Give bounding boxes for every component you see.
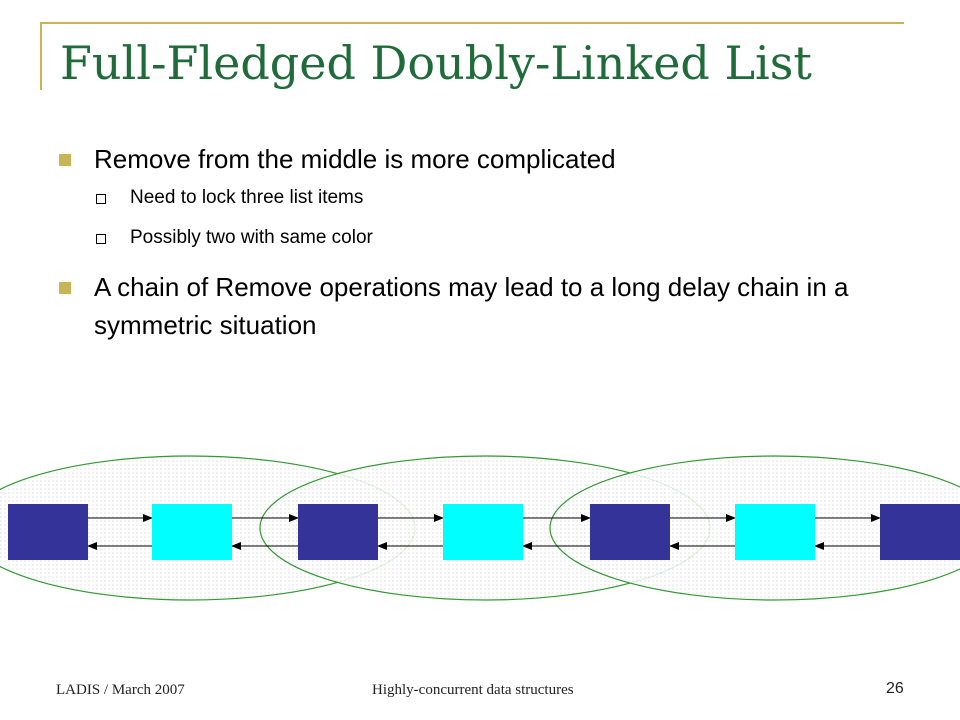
- list-node-6: [735, 504, 815, 560]
- slide-frame-left: [40, 22, 42, 90]
- list-node-4: [443, 504, 523, 560]
- bullet-2-text: A chain of Remove operations may lead to…: [94, 272, 849, 340]
- bullet-2: A chain of Remove operations may lead to…: [56, 268, 916, 344]
- slide-content: Remove from the middle is more complicat…: [56, 140, 916, 344]
- sub-bullet-1: Need to lock three list items: [56, 178, 916, 218]
- linked-list-diagram: [0, 455, 960, 601]
- list-node-2: [152, 504, 232, 560]
- page-number: 26: [886, 680, 904, 697]
- list-node-1: [8, 504, 88, 560]
- list-node-7: [880, 504, 960, 560]
- slide-title: Full-Fledged Doubly-Linked List: [60, 36, 812, 90]
- square-bullet-icon: [59, 282, 71, 294]
- sub-bullet-1-text: Need to lock three list items: [130, 187, 364, 208]
- sub-bullet-2-text: Possibly two with same color: [130, 227, 373, 248]
- bullet-1-text: Remove from the middle is more complicat…: [94, 144, 616, 174]
- list-links: [87, 514, 881, 550]
- list-node-3: [298, 504, 378, 560]
- list-nodes: [8, 504, 960, 560]
- slide-frame-top: [40, 22, 904, 24]
- list-node-5: [590, 504, 670, 560]
- bullet-1: Remove from the middle is more complicat…: [56, 140, 916, 178]
- hollow-square-bullet-icon: [96, 194, 106, 204]
- square-bullet-icon: [59, 154, 71, 166]
- hollow-square-bullet-icon: [96, 234, 106, 244]
- footer-left-text: LADIS / March 2007: [56, 682, 185, 698]
- sub-bullet-2: Possibly two with same color: [56, 218, 916, 258]
- footer-center-text: Highly-concurrent data structures: [372, 682, 574, 698]
